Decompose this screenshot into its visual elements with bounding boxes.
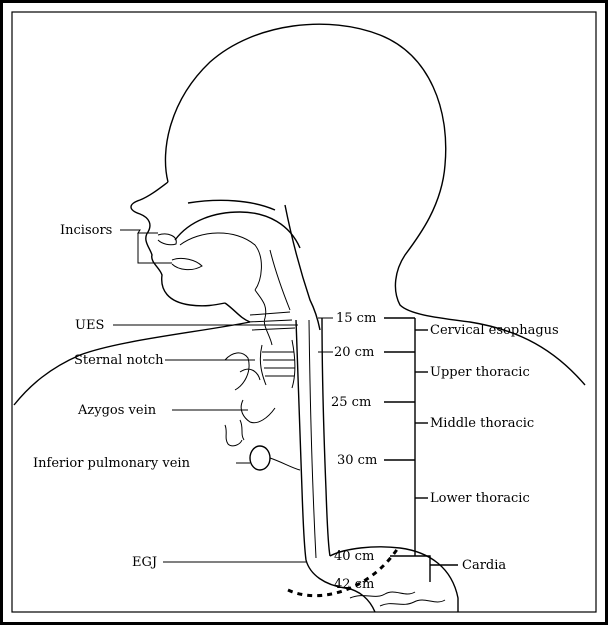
label-42cm: 42 cm — [334, 577, 374, 592]
neck-front — [225, 303, 250, 322]
label-25cm: 25 cm — [331, 395, 371, 410]
pharynx-anterior — [270, 250, 290, 310]
label-middle-thoracic: Middle thoracic — [430, 416, 534, 431]
label-lower-thoracic: Lower thoracic — [430, 491, 530, 506]
pharynx-posterior — [285, 205, 320, 330]
pulmonary-vein-loop — [250, 446, 270, 470]
larynx — [248, 290, 295, 345]
azygos-vein-shape — [225, 400, 275, 446]
pulmonary-vein-branch — [270, 458, 300, 470]
tongue — [180, 233, 261, 290]
esophagus-wall-left — [296, 320, 306, 560]
label-15cm: 15 cm — [336, 311, 376, 326]
label-30cm: 30 cm — [337, 453, 377, 468]
label-inferior-pulmonary-vein: Inferior pulmonary vein — [33, 456, 191, 471]
trachea — [260, 340, 295, 388]
hard-palate — [175, 212, 300, 248]
label-upper-thoracic: Upper thoracic — [430, 365, 530, 380]
stomach-rugae — [350, 592, 445, 606]
lower-teeth — [172, 258, 202, 269]
esophagus-lumen — [309, 320, 316, 558]
label-40cm: 40 cm — [334, 549, 374, 564]
upper-teeth — [158, 234, 176, 245]
label-cardia: Cardia — [462, 558, 506, 573]
label-sternal-notch: Sternal notch — [74, 353, 164, 368]
label-20cm: 20 cm — [334, 345, 374, 360]
label-cervical-esophagus: Cervical esophagus — [430, 323, 559, 338]
scale-bottom — [390, 556, 430, 582]
esophagus-wall-right — [322, 318, 330, 556]
label-azygos-vein: Azygos vein — [77, 403, 157, 418]
label-ues: UES — [75, 318, 104, 333]
great-vessels — [225, 353, 260, 390]
label-egj: EGJ — [132, 555, 157, 570]
nasal-passage — [188, 200, 275, 210]
label-incisors: Incisors — [60, 223, 112, 238]
inner-border — [12, 12, 596, 612]
